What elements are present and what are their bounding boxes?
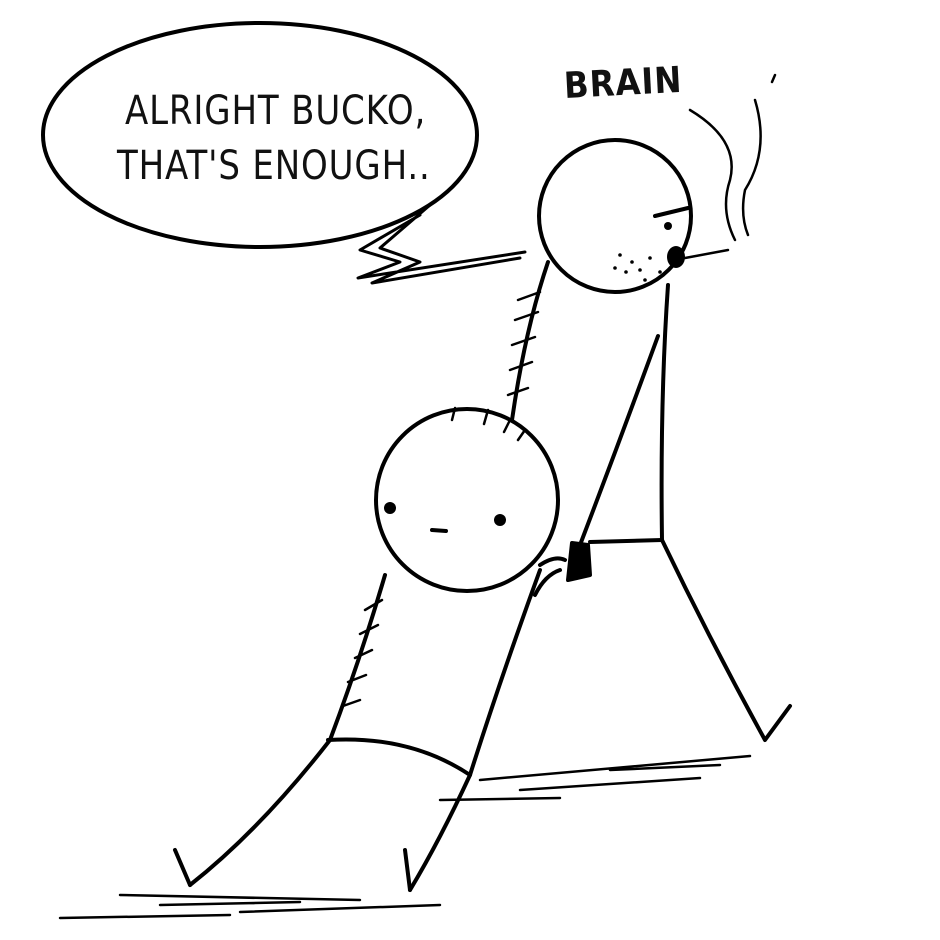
brain-body-left: [510, 260, 550, 422]
small-body-left: [188, 573, 387, 887]
speech-bubble: [41, 21, 527, 285]
speech-line-1: ALRIGHT BUCKO,: [125, 88, 427, 134]
speech-line-2: THAT'S ENOUGH..: [117, 143, 431, 189]
small-head: [374, 407, 560, 593]
small-body-right: [408, 568, 542, 892]
brain-hand: [566, 541, 592, 582]
brain-leg: [660, 538, 792, 742]
brain-label: BRAIN: [563, 59, 684, 107]
small-figure: [173, 406, 567, 892]
smoke-icon: [688, 73, 777, 242]
brow: [653, 206, 690, 218]
brain-arm: [578, 334, 660, 547]
brain-head: [537, 138, 693, 294]
brain-figure: [506, 73, 792, 742]
brain-body-right: [659, 283, 670, 542]
mouth: [667, 246, 685, 268]
ground-strokes: [58, 754, 752, 920]
cigarette: [683, 248, 730, 260]
